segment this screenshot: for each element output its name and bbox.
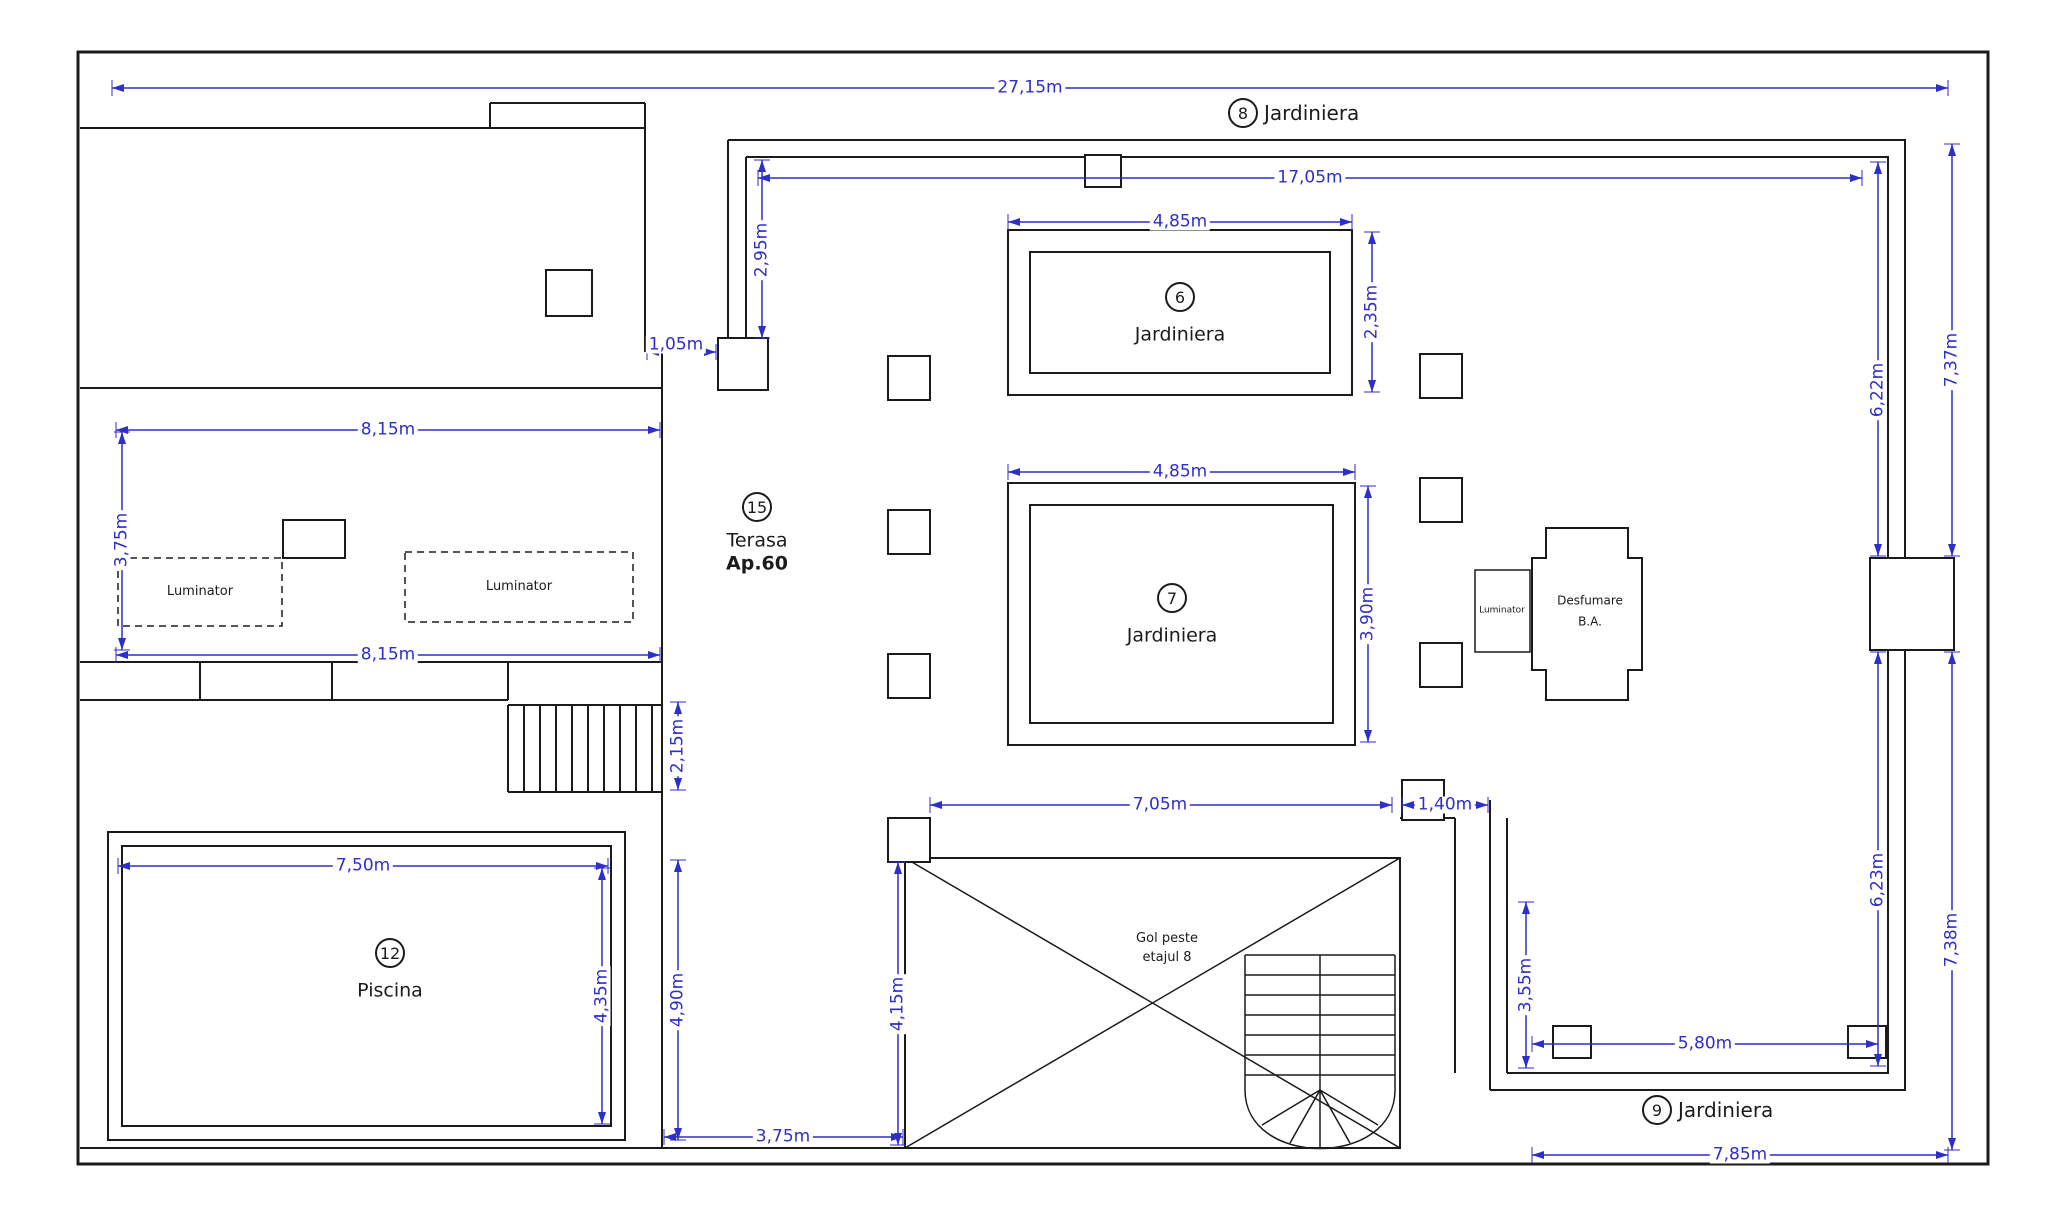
desfumare-text-line2: B.A. [1578,614,1602,629]
terasa-number-badge: 15 [742,492,772,522]
dim-pool-width: 7,50m [332,857,394,875]
dim-j7-height: 3,90m [1358,583,1378,645]
luminator3-outline [1474,569,1531,653]
terasa-apartment: Ap.60 [724,552,790,575]
dim-gap-top-left: 1,05m [645,336,707,354]
jardiniera9-text: Jardiniera [1678,1098,1774,1122]
luminator-outlines [117,551,634,627]
void-text-line2: etajul 8 [1142,949,1192,965]
piscina-number-badge: 12 [375,938,405,968]
dim-channel-left: 2,95m [752,219,772,281]
columns [545,154,1955,1059]
spiral-stair [1244,954,1396,1150]
dim-bottom-left-width: 3,75m [752,1128,814,1146]
dim-right-lower-outer: 7,38m [1942,909,1962,971]
void-outline [904,857,1401,1149]
dim-pool-side-height: 4,90m [668,969,688,1031]
jardiniera9-number-badge: 9 [1642,1095,1672,1125]
piscina-text: Piscina [355,979,425,1002]
dim-top-total: 27,15m [994,79,1066,97]
jardiniera8-number-badge: 8 [1228,98,1258,128]
dim-terrace-top: 17,05m [1274,169,1346,187]
luminator2-text: Luminator [485,578,553,594]
jardiniera6-outline [1007,229,1353,396]
sheet-frame [76,50,1990,1166]
dim-pool-height: 4,35m [592,965,612,1027]
jardiniera7-outline [1007,482,1356,746]
dim-left-height: 3,75m [112,509,132,571]
jardiniera8-text: Jardiniera [1264,101,1360,125]
luminator1-text: Luminator [166,583,234,599]
desfumare-outline [1531,527,1643,701]
dim-void-height: 4,15m [888,973,908,1035]
dim-passage-width: 1,40m [1414,796,1476,814]
jardiniera7-text: Jardiniera [1124,624,1220,647]
dim-right-passage-height: 3,55m [1516,954,1536,1016]
jardiniera9-label: 9 Jardiniera [1642,1095,1774,1125]
dim-stairs-height: 2,15m [668,715,688,777]
desfumare-text-line1: Desfumare [1557,593,1623,608]
jardiniera6-number-badge: 6 [1165,282,1195,312]
void-text-line1: Gol peste [1136,930,1198,946]
dim-j7-width: 4,85m [1149,463,1211,481]
dim-right-upper-outer: 7,37m [1942,329,1962,391]
dim-right-lower-inner: 6,23m [1868,849,1888,911]
dim-left-upper-width: 8,15m [357,421,419,439]
dim-j6-width: 4,85m [1149,213,1211,231]
dim-void-width: 7,05m [1129,796,1191,814]
dim-j6-height: 2,35m [1362,281,1382,343]
jardiniera8-label: 8 Jardiniera [1228,98,1360,128]
dim-right-upper-inner: 6,22m [1868,359,1888,421]
dim-bottom-right-inner: 5,80m [1674,1035,1736,1053]
luminator3-text: Luminator [1479,605,1525,616]
terasa-name: Terasa [724,529,790,552]
dim-left-lower-width: 8,15m [357,646,419,664]
jardiniera7-number-badge: 7 [1157,583,1187,613]
building-walls [80,102,1906,1150]
jardiniera6-text: Jardiniera [1132,323,1228,346]
dim-bottom-right-total: 7,85m [1709,1146,1771,1164]
pool-outline [107,831,626,1141]
